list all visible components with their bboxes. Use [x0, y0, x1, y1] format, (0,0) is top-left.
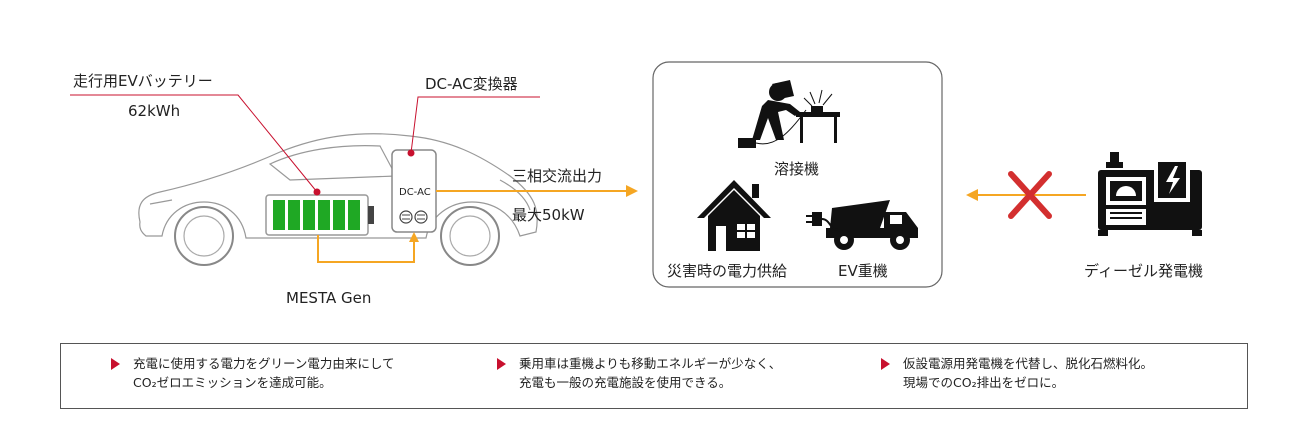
diesel-generator-icon	[1098, 152, 1202, 236]
power-flow-line	[317, 190, 628, 263]
battery-icon	[265, 194, 374, 236]
diesel-label: ディーゼル発電機	[1084, 262, 1203, 280]
note-1-line-1: 充電に使用する電力をグリーン電力由来にして	[133, 356, 395, 371]
note-2-line-1: 乗用車は重機よりも移動エネルギーが少なく、	[519, 356, 782, 371]
house-label: 災害時の電力供給	[667, 262, 788, 280]
bullet-triangle-icon	[497, 358, 506, 370]
rear-wheel	[440, 206, 500, 266]
cross-icon	[1008, 171, 1052, 219]
converter-marker	[407, 149, 415, 157]
flow-up-arrow	[409, 232, 419, 242]
battery-marker	[313, 188, 321, 196]
note-3-line-2: 現場でのCO₂排出をゼロに。	[903, 375, 1065, 390]
leader-lines	[70, 94, 540, 193]
output-arrow	[626, 185, 638, 197]
output-power: 最大50kW	[512, 206, 585, 224]
battery-capacity: 62kWh	[128, 102, 181, 120]
ev-machinery-label: EV重機	[838, 262, 888, 280]
converter-title: DC-AC変換器	[425, 75, 518, 93]
dump-truck-icon	[806, 200, 918, 250]
note-3-line-1: 仮設電源用発電機を代替し、脱化石燃料化。	[903, 356, 1154, 371]
output-type: 三相交流出力	[512, 167, 603, 185]
bullet-triangle-icon	[881, 358, 890, 370]
welder-label: 溶接機	[774, 160, 820, 178]
house-icon	[697, 180, 771, 251]
note-2-line-2: 充電も一般の充電施設を使用できる。	[519, 375, 732, 390]
car-outline	[138, 133, 538, 239]
vehicle-name: MESTA Gen	[286, 289, 372, 307]
converter-device-label: DC-AC	[399, 187, 431, 198]
front-wheel	[174, 206, 234, 266]
welder-icon	[738, 80, 840, 148]
bullet-triangle-icon	[111, 358, 120, 370]
notes-box: 充電に使用する電力をグリーン電力由来にして CO₂ゼロエミッションを達成可能。 …	[60, 343, 1248, 409]
battery-title: 走行用EVバッテリー	[73, 72, 213, 90]
note-1-line-2: CO₂ゼロエミッションを達成可能。	[133, 375, 332, 390]
